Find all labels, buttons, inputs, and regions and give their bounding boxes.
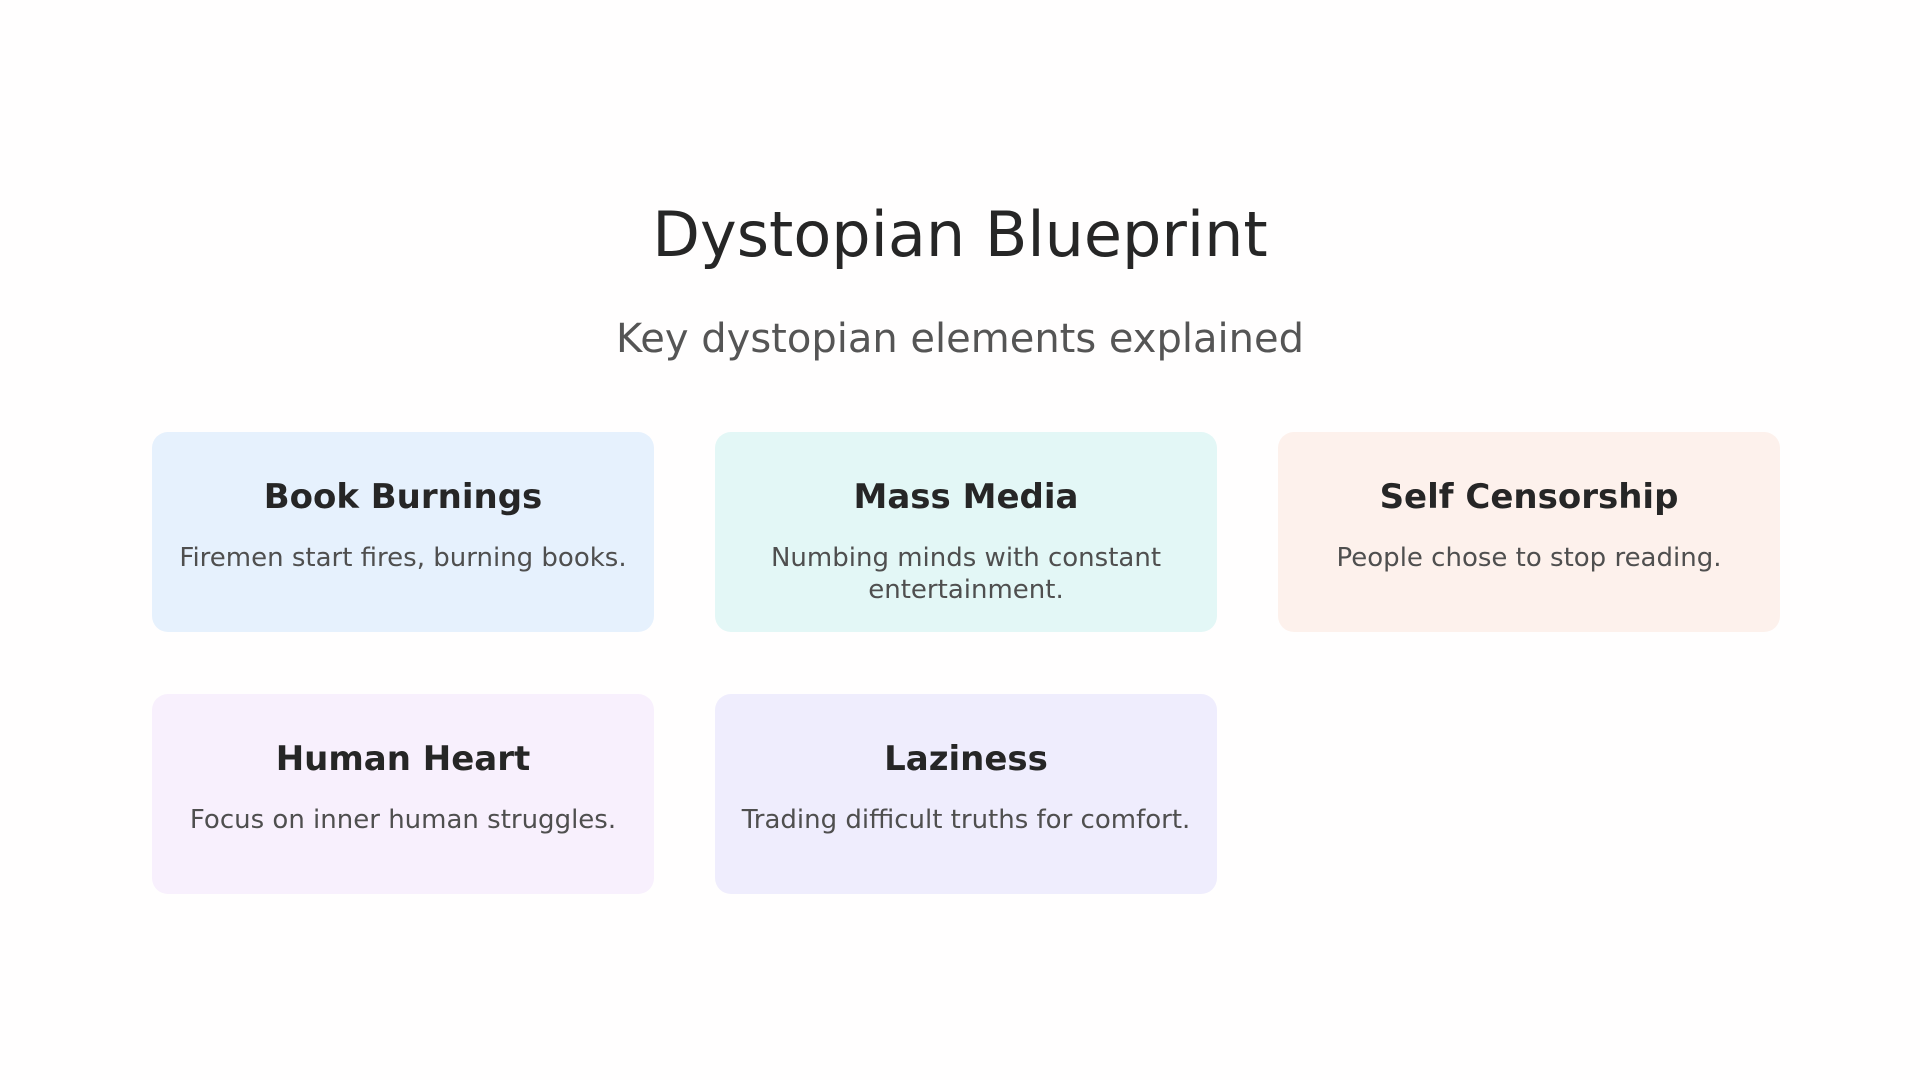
card-mass-media: Mass Media Numbing minds with constant e… xyxy=(715,432,1217,632)
card-description: Focus on inner human struggles. xyxy=(189,805,617,835)
card-human-heart: Human Heart Focus on inner human struggl… xyxy=(152,694,654,894)
card-description: Firemen start fires, burning books. xyxy=(179,543,627,573)
card-grid: Book Burnings Firemen start fires, burni… xyxy=(152,432,1780,894)
card-title: Laziness xyxy=(884,739,1048,779)
card-title: Mass Media xyxy=(853,477,1079,517)
card-self-censorship: Self Censorship People chose to stop rea… xyxy=(1278,432,1780,632)
card-laziness: Laziness Trading difficult truths for co… xyxy=(715,694,1217,894)
card-title: Human Heart xyxy=(275,739,531,779)
card-description: Numbing minds with constant entertainmen… xyxy=(770,543,1162,605)
card-book-burnings: Book Burnings Firemen start fires, burni… xyxy=(152,432,654,632)
card-title: Self Censorship xyxy=(1379,477,1679,517)
card-description: Trading difficult truths for comfort. xyxy=(741,805,1191,835)
card-title: Book Burnings xyxy=(263,477,543,517)
card-description: People chose to stop reading. xyxy=(1336,543,1722,573)
page-subtitle: Key dystopian elements explained xyxy=(616,316,1304,362)
page-title: Dystopian Blueprint xyxy=(652,198,1268,271)
